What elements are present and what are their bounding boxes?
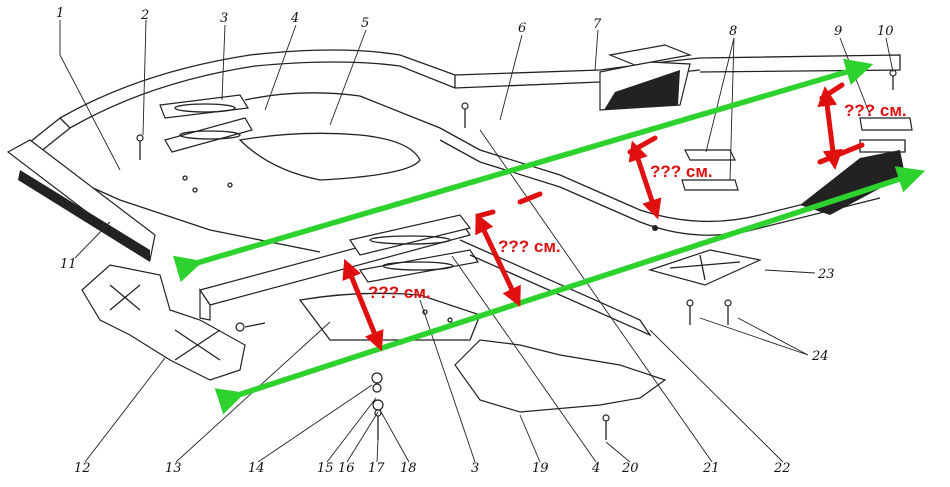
diagonal-arrows [172,58,926,415]
measurement-labels: ??? см. ??? см. ??? см. ??? см. [368,101,907,302]
measurement-label-4: ??? см. [844,101,907,120]
measurement-label-2: ??? см. [498,237,561,256]
callout-4b: 4 [591,461,600,476]
callout-7: 7 [593,17,602,32]
diagonal-arrow-rear [172,58,874,283]
diagonal-arrow-front [214,166,926,415]
callout-8: 8 [729,24,737,39]
callout-19: 19 [532,461,549,476]
callout-3: 3 [220,11,228,26]
height-arrow-2 [475,212,521,308]
callout-5: 5 [361,16,369,31]
callout-9: 9 [834,24,842,39]
height-arrows [342,82,865,352]
callout-2: 2 [140,8,149,23]
callout-16: 16 [338,461,355,476]
callout-10: 10 [877,24,894,39]
height-arrow-1 [342,258,384,352]
callout-23: 23 [817,267,835,282]
height-arrow-4 [817,86,843,170]
measurement-label-3: ??? см. [650,162,713,181]
callout-12: 12 [74,461,91,476]
callout-1: 1 [56,6,64,21]
callout-3b: 3 [471,461,479,476]
callout-4: 4 [290,11,299,26]
callout-11: 11 [60,257,77,272]
callout-14: 14 [248,461,265,476]
callout-13: 13 [165,461,182,476]
callout-labels: 1 2 3 4 5 6 7 8 9 10 11 12 13 14 15 16 1… [56,6,894,476]
callout-24: 24 [811,349,829,364]
callout-17: 17 [368,461,385,476]
callout-18: 18 [400,461,417,476]
callout-6: 6 [518,21,526,36]
callout-22: 22 [773,461,791,476]
callout-21: 21 [702,461,720,476]
callout-20: 20 [621,461,639,476]
height-arrow-3 [628,140,662,220]
callout-15: 15 [317,461,334,476]
measurement-label-1: ??? см. [368,283,431,302]
